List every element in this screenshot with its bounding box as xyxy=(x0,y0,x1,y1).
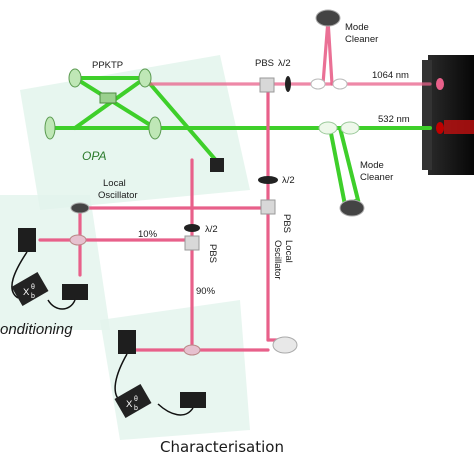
label-10pct: 10% xyxy=(138,229,158,240)
svg-text:θ: θ xyxy=(31,284,35,291)
detector-4 xyxy=(180,392,206,408)
detector-2 xyxy=(62,284,88,300)
label-characterisation: Characterisation xyxy=(160,438,284,456)
label-90pct: 90% xyxy=(196,286,216,297)
label-lo-left-1: Local xyxy=(103,178,126,189)
label-mode-cleaner-top-1: Mode xyxy=(345,22,369,33)
pbs-right xyxy=(260,199,276,215)
label-opa: OPA xyxy=(82,149,106,163)
label-pbs-top: PBS xyxy=(255,58,274,69)
label-halfwave-mid: λ/2 xyxy=(205,224,218,235)
label-mode-cleaner-bottom-1: Mode xyxy=(360,160,384,171)
svg-text:b: b xyxy=(134,405,138,412)
label-lo-right-1: Local xyxy=(283,240,294,263)
label-mode-cleaner-top-2: Cleaner xyxy=(345,34,378,45)
svg-text:X: X xyxy=(126,399,133,410)
detector-1 xyxy=(18,228,36,252)
halfwave-top xyxy=(285,76,291,92)
x-theta-box-bottom: X θ b xyxy=(114,383,152,419)
label-1064nm: 1064 nm xyxy=(372,70,409,81)
characterisation-region xyxy=(100,300,250,440)
label-mode-cleaner-bottom-2: Cleaner xyxy=(360,172,393,183)
pbs-top xyxy=(259,77,275,93)
label-pbs-right: PBS xyxy=(281,214,292,233)
halfwave-right xyxy=(258,176,278,184)
ppktp-crystal xyxy=(99,92,117,104)
detectors xyxy=(18,228,206,408)
laser-source xyxy=(422,55,474,175)
beam-dump xyxy=(210,158,224,172)
x-theta-box-top: X θ b xyxy=(11,271,49,307)
svg-text:X: X xyxy=(23,287,30,298)
label-532nm: 532 nm xyxy=(378,114,410,125)
conditioning-region xyxy=(0,195,110,330)
optics xyxy=(44,9,365,356)
label-halfwave-right: λ/2 xyxy=(282,175,295,186)
pbs-mid xyxy=(184,235,200,251)
label-conditioning: onditioning xyxy=(0,321,73,338)
svg-text:θ: θ xyxy=(134,396,138,403)
label-lo-right-2: Oscillator xyxy=(272,240,283,280)
halfwave-mid xyxy=(184,224,200,232)
svg-text:b: b xyxy=(31,293,35,300)
label-pbs-mid: PBS xyxy=(207,244,218,263)
label-ppktp: PPKTP xyxy=(92,60,123,71)
detector-3 xyxy=(118,330,136,354)
label-lo-left-2: Oscillator xyxy=(98,190,138,201)
label-halfwave-top: λ/2 xyxy=(278,58,291,69)
